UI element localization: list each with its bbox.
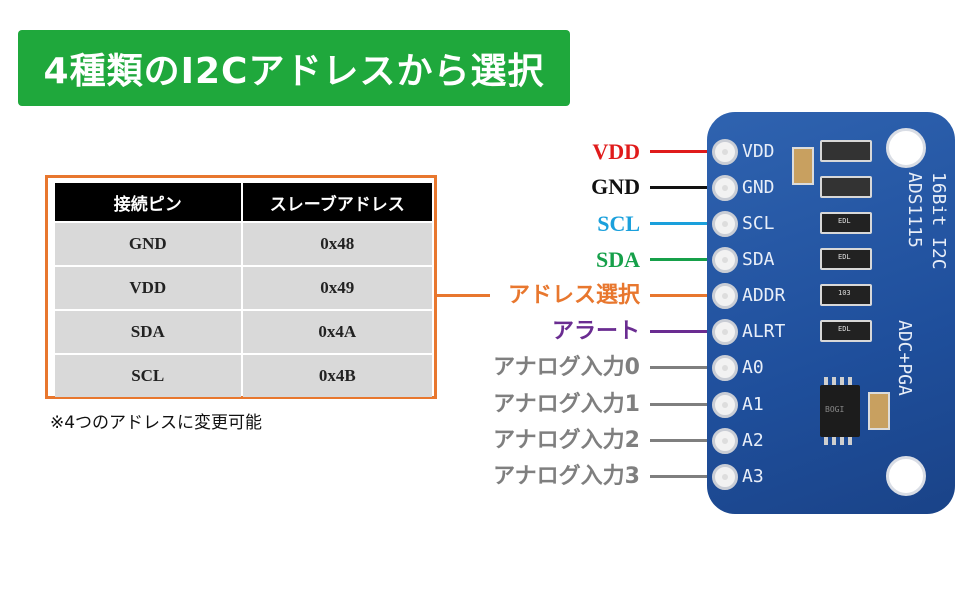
pad-a0 xyxy=(712,355,738,381)
label-scl: SCL xyxy=(597,211,640,236)
label-a3: アナログ入力3 xyxy=(493,464,640,489)
silk-sda: SDA xyxy=(742,249,775,270)
ic-leg xyxy=(824,437,828,445)
silk-scl: SCL xyxy=(742,213,775,234)
table-row: GND 0x48 xyxy=(55,221,432,265)
cell-address: 0x49 xyxy=(242,265,432,309)
adc-chip: BOGI xyxy=(820,385,860,437)
cell-pin: SCL xyxy=(55,353,241,397)
silk-vdd: VDD xyxy=(742,141,775,162)
pad-alrt xyxy=(712,319,738,345)
pad-gnd xyxy=(712,175,738,201)
label-gnd: GND xyxy=(591,174,640,199)
header-address: スレーブアドレス xyxy=(242,183,432,221)
pad-vdd xyxy=(712,139,738,165)
resistor-2 xyxy=(820,176,872,198)
ic-leg xyxy=(848,377,852,385)
label-a1: アナログ入力1 xyxy=(493,392,640,417)
board-silkscreen: 16Bit I2C ADS1115 xyxy=(902,172,950,270)
pad-addr xyxy=(712,283,738,309)
silk-gnd: GND xyxy=(742,177,775,198)
silk-a2: A2 xyxy=(742,430,764,451)
address-table-frame: 接続ピン スレーブアドレス GND 0x48 VDD 0x49 SDA 0x4A… xyxy=(45,175,437,399)
ic-leg xyxy=(848,437,852,445)
ic-leg xyxy=(824,377,828,385)
cell-address: 0x4B xyxy=(242,353,432,397)
pad-sda xyxy=(712,247,738,273)
pad-a3 xyxy=(712,464,738,490)
label-addr: アドレス選択 xyxy=(507,283,640,308)
silk-a3: A3 xyxy=(742,466,764,487)
cell-pin: GND xyxy=(55,221,241,265)
silk-a1: A1 xyxy=(742,394,764,415)
silk-line-3: ADC+PGA xyxy=(894,320,915,396)
capacitor xyxy=(792,147,814,185)
silk-line-1: 16Bit I2C xyxy=(928,172,949,270)
cell-address: 0x4A xyxy=(242,309,432,353)
table-row: SCL 0x4B xyxy=(55,353,432,397)
cell-pin: SDA xyxy=(55,309,241,353)
cell-address: 0x48 xyxy=(242,221,432,265)
capacitor-2 xyxy=(868,392,890,430)
label-a0: アナログ入力0 xyxy=(493,355,640,380)
resistor-4: EDL xyxy=(820,248,872,270)
cell-pin: VDD xyxy=(55,265,241,309)
resistor-1 xyxy=(820,140,872,162)
board-silkscreen-2: ADC+PGA xyxy=(892,320,916,396)
pad-a2 xyxy=(712,428,738,454)
label-sda: SDA xyxy=(595,247,640,272)
label-vdd: VDD xyxy=(592,139,640,164)
resistor-label: 103 xyxy=(838,289,851,297)
ic-leg xyxy=(840,437,844,445)
silk-addr: ADDR xyxy=(742,285,786,306)
resistor-5: 103 xyxy=(820,284,872,306)
pad-scl xyxy=(712,211,738,237)
table-header-row: 接続ピン スレーブアドレス xyxy=(55,183,432,221)
note-text: ※4つのアドレスに変更可能 xyxy=(50,413,263,433)
address-table: 接続ピン スレーブアドレス GND 0x48 VDD 0x49 SDA 0x4A… xyxy=(53,183,434,397)
resistor-label: EDL xyxy=(838,253,851,261)
resistor-6: EDL xyxy=(820,320,872,342)
ic-leg xyxy=(840,377,844,385)
silk-line-2: ADS1115 xyxy=(904,172,925,248)
mounting-hole-top xyxy=(886,128,926,168)
label-alrt: アラート xyxy=(551,319,640,344)
silk-a0: A0 xyxy=(742,357,764,378)
pad-a1 xyxy=(712,392,738,418)
header-pin: 接続ピン xyxy=(55,183,241,221)
mounting-hole-bottom xyxy=(886,456,926,496)
resistor-label: EDL xyxy=(838,325,851,333)
ic-label: BOGI xyxy=(825,405,845,414)
resistor-label: EDL xyxy=(838,217,851,225)
label-a2: アナログ入力2 xyxy=(493,428,640,453)
resistor-3: EDL xyxy=(820,212,872,234)
silk-alrt: ALRT xyxy=(742,321,786,342)
ic-leg xyxy=(832,437,836,445)
title-text: 4種類のI2Cアドレスから選択 xyxy=(43,51,545,92)
table-row: VDD 0x49 xyxy=(55,265,432,309)
title-banner: 4種類のI2Cアドレスから選択 xyxy=(18,30,570,106)
ic-leg xyxy=(832,377,836,385)
table-connector-line xyxy=(434,294,490,297)
table-row: SDA 0x4A xyxy=(55,309,432,353)
